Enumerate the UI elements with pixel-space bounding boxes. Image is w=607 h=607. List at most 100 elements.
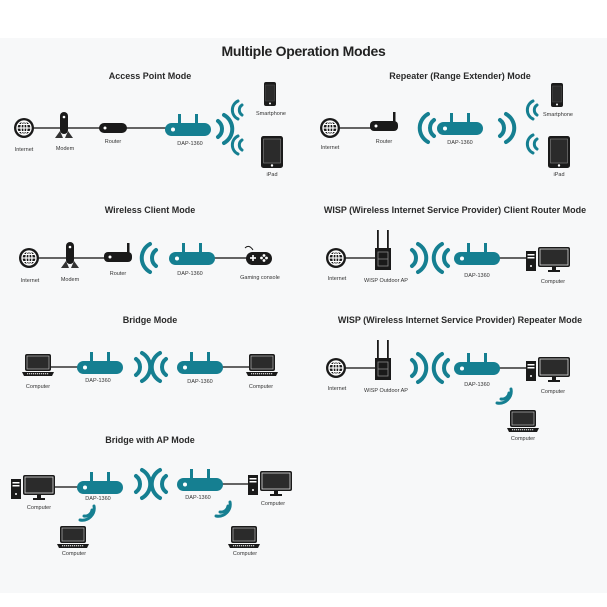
section-title-bridge: Bridge Mode <box>122 315 178 325</box>
wireless-signal-icon <box>149 351 168 383</box>
repeater-mode-diagram <box>319 82 571 169</box>
laptop-icon <box>506 409 540 433</box>
dap-1360-icon <box>77 352 123 374</box>
wireless-signal-icon <box>410 352 429 384</box>
router-icon <box>370 112 398 131</box>
label-wisp-outdoor-ap: WISP Outdoor AP <box>364 388 408 394</box>
wireless-signal-icon <box>410 242 429 274</box>
wireless-signal-icon <box>134 468 153 500</box>
dap-1360-icon <box>169 243 215 265</box>
label-computer: Computer <box>25 384 51 390</box>
ipad-icon <box>547 135 571 169</box>
wireless-signal-icon <box>78 504 96 522</box>
label-internet: Internet <box>320 145 340 151</box>
label-modem: Modem <box>55 146 75 152</box>
section-title-wisp-client-router: WISP (Wireless Internet Service Provider… <box>323 205 587 215</box>
wireless-signal-icon <box>525 99 539 121</box>
desktop-computer-icon <box>525 356 571 383</box>
label-computer: Computer <box>510 436 536 442</box>
wireless-signal-icon <box>214 500 232 518</box>
laptop-icon <box>227 525 261 549</box>
internet-globe-icon <box>319 117 341 139</box>
label-dap-1360: DAP-1360 <box>187 379 213 385</box>
router-icon <box>99 123 127 133</box>
access-point-mode-diagram <box>13 81 284 169</box>
section-title-wisp-repeater: WISP (Wireless Internet Service Provider… <box>337 315 583 325</box>
internet-globe-icon <box>325 357 347 379</box>
label-internet: Internet <box>14 147 34 153</box>
label-computer: Computer <box>540 389 566 395</box>
wireless-signal-icon <box>230 134 244 156</box>
router-icon <box>104 243 132 262</box>
bridge-mode-diagram <box>21 351 279 383</box>
wireless-signal-icon <box>431 352 450 384</box>
wireless-signal-icon <box>417 112 436 144</box>
wireless-signal-icon <box>216 113 235 145</box>
wireless-signal-icon <box>149 468 168 500</box>
page-title: Multiple Operation Modes <box>221 43 386 59</box>
label-computer: Computer <box>26 505 52 511</box>
dap-1360-icon <box>77 472 123 494</box>
label-router: Router <box>375 139 393 145</box>
label-dap-1360: DAP-1360 <box>464 382 490 388</box>
label-computer: Computer <box>248 384 274 390</box>
wisp-client-router-mode-diagram <box>325 229 571 274</box>
dap-1360-icon <box>454 353 500 375</box>
wireless-signal-icon <box>495 387 513 405</box>
desktop-computer-icon <box>10 474 56 501</box>
section-title-wireless-client: Wireless Client Mode <box>104 205 196 215</box>
wireless-client-mode-diagram <box>18 242 273 274</box>
laptop-icon <box>245 353 279 377</box>
dap-1360-icon <box>165 114 211 136</box>
label-dap-1360: DAP-1360 <box>177 271 203 277</box>
dap-1360-icon <box>177 352 223 374</box>
wisp-repeater-mode-diagram <box>325 339 571 433</box>
label-computer: Computer <box>260 501 286 507</box>
desktop-computer-icon <box>525 246 571 273</box>
section-title-repeater: Repeater (Range Extender) Mode <box>389 71 531 81</box>
smartphone-icon <box>263 81 277 107</box>
label-dap-1360: DAP-1360 <box>177 141 203 147</box>
wireless-signal-icon <box>134 351 153 383</box>
label-router: Router <box>109 271 127 277</box>
label-router: Router <box>104 139 122 145</box>
label-ipad: iPad <box>553 172 565 178</box>
laptop-icon <box>21 353 55 377</box>
dap-1360-icon <box>437 113 483 135</box>
internet-globe-icon <box>18 247 40 269</box>
bridge-ap-mode-diagram <box>10 468 293 549</box>
label-internet: Internet <box>327 276 347 282</box>
label-dap-1360: DAP-1360 <box>85 496 111 502</box>
wireless-signal-icon <box>230 99 244 121</box>
label-modem: Modem <box>60 277 80 283</box>
wireless-signal-icon <box>525 133 539 155</box>
label-dap-1360: DAP-1360 <box>464 273 490 279</box>
label-internet: Internet <box>327 386 347 392</box>
label-dap-1360: DAP-1360 <box>85 378 111 384</box>
dap-1360-icon <box>454 243 500 265</box>
internet-globe-icon <box>13 117 35 139</box>
desktop-computer-icon <box>247 470 293 497</box>
laptop-icon <box>56 525 90 549</box>
label-computer: Computer <box>540 279 566 285</box>
smartphone-icon <box>550 82 564 108</box>
modem-icon <box>61 242 79 268</box>
ipad-icon <box>260 135 284 169</box>
label-wisp-outdoor-ap: WISP Outdoor AP <box>364 278 408 284</box>
wisp-outdoor-ap-icon <box>374 339 392 381</box>
internet-globe-icon <box>325 247 347 269</box>
section-title-bridge-ap: Bridge with AP Mode <box>105 435 195 445</box>
label-smartphone: Smartphone <box>543 112 573 118</box>
label-dap-1360: DAP-1360 <box>185 495 211 501</box>
wireless-signal-icon <box>498 112 517 144</box>
label-computer: Computer <box>232 551 258 557</box>
label-computer: Computer <box>61 551 87 557</box>
wireless-signal-icon <box>431 242 450 274</box>
label-gaming-console: Gaming console <box>240 275 280 281</box>
label-ipad: iPad <box>266 172 278 178</box>
modem-icon <box>55 112 73 138</box>
dap-1360-icon <box>177 469 223 491</box>
label-smartphone: Smartphone <box>256 111 286 117</box>
label-internet: Internet <box>20 278 40 284</box>
